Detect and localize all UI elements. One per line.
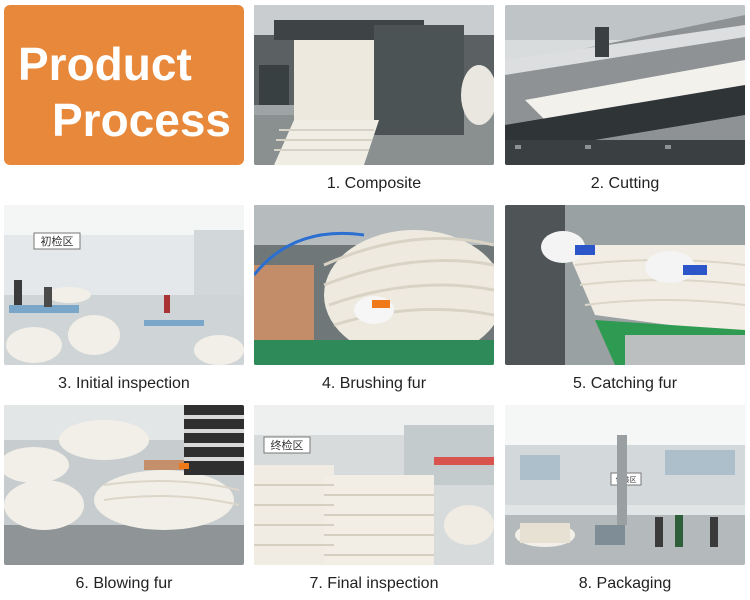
step-card-blowing-fur: 6. Blowing fur xyxy=(4,405,244,593)
step-card-initial-inspection: 初检区 3. Initial inspection xyxy=(4,205,244,393)
blowing-fur-photo xyxy=(4,405,244,565)
packaging-photo: 包装区 xyxy=(505,405,745,565)
step-label: 1. Composite xyxy=(326,175,422,192)
title-line-process: Process xyxy=(52,94,232,146)
initial-inspection-sign: 初检区 xyxy=(41,234,74,248)
step-label: 7. Final inspection xyxy=(309,575,439,592)
final-inspection-photo: 终检区 xyxy=(254,405,494,565)
brushing-fur-photo xyxy=(254,205,494,365)
cutting-photo xyxy=(505,5,745,165)
step-label: 4. Brushing fur xyxy=(321,375,427,392)
composite-photo xyxy=(254,5,494,165)
initial-inspection-photo: 初检区 xyxy=(4,205,244,365)
step-card-cutting: 2. Cutting xyxy=(505,5,745,193)
step-card-final-inspection: 终检区 7. Final inspection xyxy=(254,405,494,593)
title-card: Product Process xyxy=(4,5,244,165)
step-card-composite: 1. Composite xyxy=(254,5,494,193)
catching-fur-photo xyxy=(505,205,745,365)
step-label: 6. Blowing fur xyxy=(75,575,173,592)
step-label: 3. Initial inspection xyxy=(58,375,190,392)
step-label: 2. Cutting xyxy=(590,175,660,192)
title-line-product: Product xyxy=(18,38,192,90)
final-inspection-sign: 终检区 xyxy=(271,438,304,452)
step-label: 8. Packaging xyxy=(578,575,672,592)
step-card-catching-fur: 5. Catching fur xyxy=(505,205,745,393)
step-card-packaging: 包装区 8. Packaging xyxy=(505,405,745,593)
step-card-brushing-fur: 4. Brushing fur xyxy=(254,205,494,393)
step-label: 5. Catching fur xyxy=(572,375,678,392)
